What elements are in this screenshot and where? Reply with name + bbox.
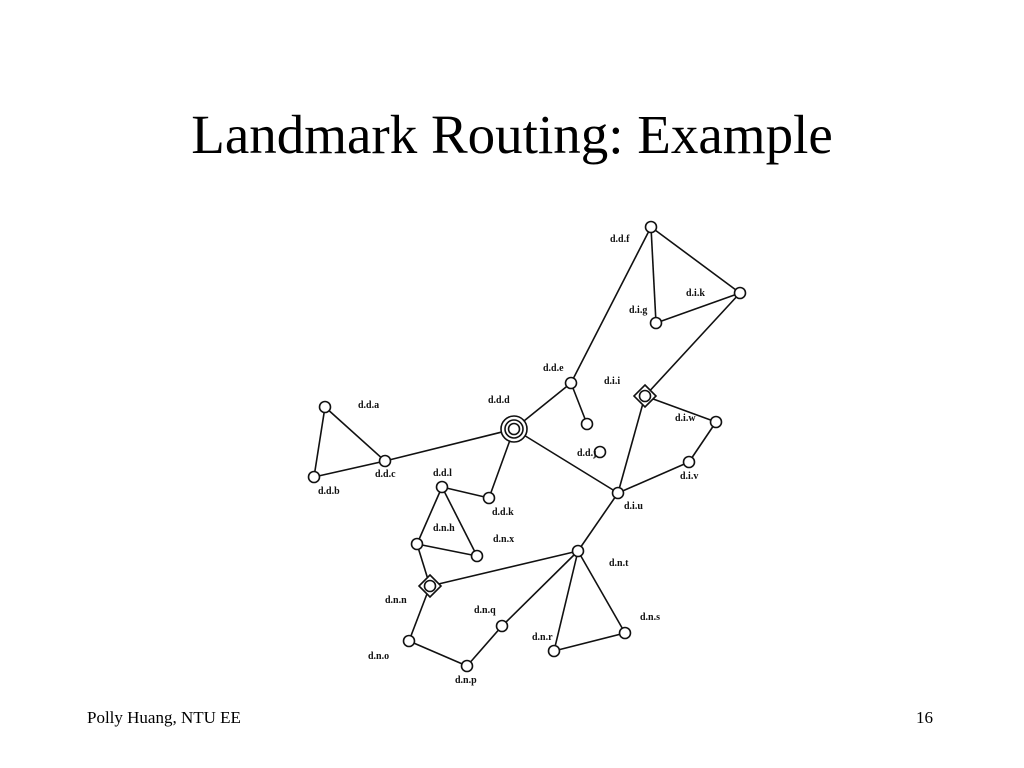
edge-ddl-dnx xyxy=(441,486,478,557)
node-dnx xyxy=(470,549,484,563)
footer-author: Polly Huang, NTU EE xyxy=(87,708,241,727)
edge-ddf-dde xyxy=(570,226,652,384)
node-label-div: d.i.v xyxy=(680,471,698,482)
nodes-layer xyxy=(307,220,747,673)
footer-page-number: 16 xyxy=(916,708,933,727)
node-ddd xyxy=(507,422,521,436)
edge-diw-div xyxy=(688,421,717,463)
node-dik xyxy=(733,286,747,300)
node-dno xyxy=(402,634,416,648)
node-label-ddl: d.d.l xyxy=(433,468,452,479)
node-label-ddf: d.d.f xyxy=(610,234,630,245)
edge-dig-dik xyxy=(655,292,741,324)
edge-dnh-dnx xyxy=(416,543,478,557)
node-ddl xyxy=(435,480,449,494)
edge-dnt-dnn xyxy=(429,550,579,587)
node-label-ddc: d.d.c xyxy=(375,469,396,480)
node-de_leaf xyxy=(580,417,594,431)
node-label-ddj: d.d.j xyxy=(577,448,596,459)
edge-ddb-ddc xyxy=(313,460,386,478)
node-dnq xyxy=(495,619,509,633)
node-label-diw: d.i.w xyxy=(675,413,696,424)
edge-dnr-dns xyxy=(553,632,626,652)
edge-dnt-dnr xyxy=(553,550,579,652)
node-ddk xyxy=(482,491,496,505)
node-label-dnh: d.n.h xyxy=(433,523,455,534)
edge-ddd-ddc xyxy=(384,428,515,462)
edge-dnq-dnt xyxy=(501,550,579,627)
edge-dde-de_leaf xyxy=(570,382,588,425)
slide-title: Landmark Routing: Example xyxy=(191,104,833,165)
edge-ddl-ddk xyxy=(441,486,490,499)
node-label-dde: d.d.e xyxy=(543,363,564,374)
node-label-dnp: d.n.p xyxy=(455,675,477,686)
node-dns xyxy=(618,626,632,640)
node-dda xyxy=(318,400,332,414)
node-ddj xyxy=(593,445,607,459)
node-label-dii: d.i.i xyxy=(604,376,620,387)
edge-ddl-dnh xyxy=(416,486,443,545)
node-dnn xyxy=(423,579,437,593)
node-label-dnt: d.n.t xyxy=(609,558,629,569)
edge-dii-diu xyxy=(617,395,646,494)
edge-dii-diw xyxy=(644,395,717,423)
node-label-ddb: d.d.b xyxy=(318,486,340,497)
edge-ddf-dik xyxy=(650,226,741,294)
node-dig xyxy=(649,316,663,330)
edge-dik-dii xyxy=(644,292,741,397)
node-div xyxy=(682,455,696,469)
edge-dda-ddb xyxy=(313,406,326,478)
node-ddc xyxy=(378,454,392,468)
node-dii xyxy=(638,389,652,403)
node-label-dnn: d.n.n xyxy=(385,595,407,606)
node-label-dig: d.i.g xyxy=(629,305,647,316)
edge-dda-ddc xyxy=(324,406,386,462)
edge-diu-dnt xyxy=(577,492,619,552)
node-dnt xyxy=(571,544,585,558)
edge-ddd-diu xyxy=(513,428,619,494)
node-label-dik: d.i.k xyxy=(686,288,705,299)
node-diu xyxy=(611,486,625,500)
node-label-dno: d.n.o xyxy=(368,651,389,662)
node-label-dda: d.d.a xyxy=(358,400,379,411)
edge-dnn-dno xyxy=(408,585,431,642)
edge-ddf-dig xyxy=(650,226,657,324)
landmark-inner-ring-ddd xyxy=(504,419,524,439)
node-dnh xyxy=(410,537,424,551)
node-label-ddd: d.d.d xyxy=(488,395,510,406)
node-label-ddk: d.d.k xyxy=(492,507,514,518)
edges-layer xyxy=(313,226,741,667)
edge-dnt-dns xyxy=(577,550,626,634)
node-ddf xyxy=(644,220,658,234)
labels-layer: d.d.f d.i.k d.i.g d.d.e d.i.i d.i.w d.i.v d.d.d… xyxy=(318,234,705,686)
node-diw xyxy=(709,415,723,429)
node-ddb xyxy=(307,470,321,484)
node-dde xyxy=(564,376,578,390)
node-dnp xyxy=(460,659,474,673)
edge-div-diu xyxy=(617,461,690,494)
edge-dno-dnp xyxy=(408,640,468,667)
node-label-diu: d.i.u xyxy=(624,501,643,512)
node-label-dnq: d.n.q xyxy=(474,605,496,616)
node-label-dnx: d.n.x xyxy=(493,534,514,545)
edge-dnp-dnq xyxy=(466,625,503,667)
node-dnr xyxy=(547,644,561,658)
node-label-dns: d.n.s xyxy=(640,612,660,623)
node-label-dnr: d.n.r xyxy=(532,632,553,643)
